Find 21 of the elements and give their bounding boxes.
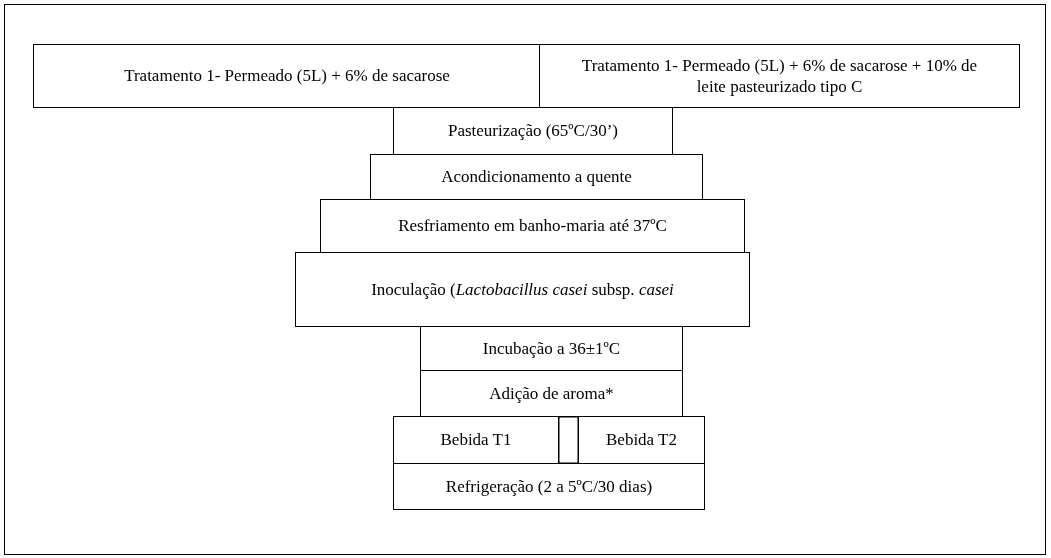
- process-box: [393, 463, 705, 510]
- process-box: [295, 252, 750, 327]
- step-label: Pasteurização (65ºC/30’): [448, 120, 618, 142]
- step-label: Refrigeração (2 a 5ºC/30 dias): [445, 475, 653, 498]
- process-box: [320, 199, 745, 253]
- step-label: Acondicionamento a quente: [441, 166, 632, 188]
- step-label: Adição de aroma*: [489, 382, 614, 405]
- step-label: Tratamento 1- Permeado (5L) + 6% de sacarose + 10% de leite pasteurizado tipo C: [580, 54, 979, 98]
- process-box: [539, 44, 1020, 108]
- process-box: [420, 326, 683, 371]
- step-label: Bebida T2: [606, 429, 677, 451]
- process-box: [420, 370, 683, 417]
- step-label: Tratamento 1- Permeado (5L) + 6% de sacarose: [124, 65, 450, 87]
- empty-box: [558, 416, 579, 464]
- step-label: Inoculação (Lactobacillus casei subsp. casei: [371, 278, 674, 301]
- step-label: Bebida T1: [440, 429, 512, 451]
- process-box: [370, 154, 703, 200]
- step-label: Incubação a 36±1ºC: [482, 337, 621, 360]
- step-label: Resfriamento em banho-maria até 37ºC: [398, 215, 667, 237]
- process-box: [33, 44, 541, 108]
- process-box: [393, 107, 673, 155]
